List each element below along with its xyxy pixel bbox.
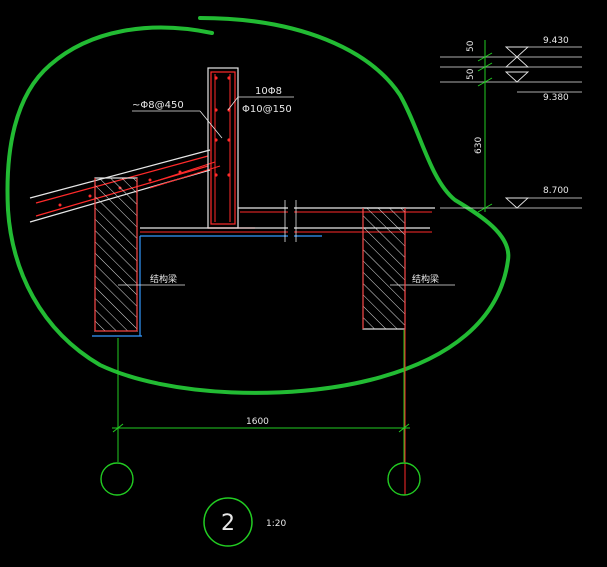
- right-beam: [362, 207, 406, 330]
- detail-marker: 2 1:20: [203, 497, 286, 547]
- elevation-top: 9.430: [543, 36, 569, 46]
- horizontal-dimension: 1600: [246, 417, 269, 427]
- beam-label-left: 结构梁: [150, 273, 177, 285]
- rebar-callouts: 10Φ8 Φ10@150 ~Φ8@450: [132, 86, 294, 139]
- detail-scale: 1:20: [266, 519, 286, 529]
- axis-bubble-left: [100, 462, 134, 496]
- grid-axes: 1600: [100, 208, 421, 496]
- elevation-bottom: 8.700: [543, 186, 569, 196]
- rebar-label-distribution: ~Φ8@450: [132, 100, 184, 111]
- rebar-label-top: 10Φ8: [255, 86, 282, 97]
- parapet-beam: [207, 67, 255, 229]
- beam-label-right: 结构梁: [412, 273, 439, 285]
- detail-number: 2: [221, 511, 235, 536]
- vertical-dim-2: 50: [466, 68, 476, 80]
- vertical-dim-1: 50: [466, 40, 476, 52]
- vertical-dim-3: 630: [474, 137, 484, 154]
- elevation-marks: 9.430 9.380 8.700 50 50 630: [440, 36, 582, 213]
- rebar-label-stirrup: Φ10@150: [242, 104, 292, 115]
- axis-bubble-right: [387, 462, 421, 496]
- beam-callouts: 结构梁 结构梁: [118, 273, 455, 286]
- annotation-circle: [5, 16, 511, 395]
- elevation-middle: 9.380: [543, 93, 569, 103]
- left-beam: [92, 177, 142, 337]
